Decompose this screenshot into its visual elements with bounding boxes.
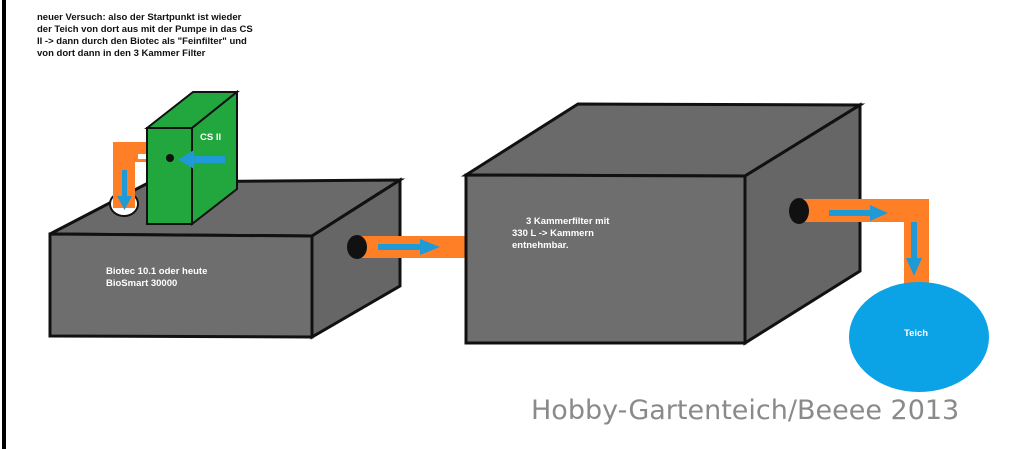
biotec-box-front xyxy=(48,232,314,339)
left-border-line xyxy=(2,0,6,449)
biotec-label-line-1: Biotec 10.1 oder heute xyxy=(106,266,207,277)
kammerfilter-label-line-1: 3 Kammerfilter mit xyxy=(526,216,610,227)
teich: Teich xyxy=(849,282,989,392)
biotec-outlet-hole xyxy=(347,235,367,259)
biotec-inlet xyxy=(109,142,150,217)
left-arrow-into-cs2 xyxy=(178,150,225,169)
biotec-box: Biotec 10.1 oder heute BioSmart 30000 xyxy=(48,177,406,340)
cs2-outlet-hole xyxy=(166,154,174,162)
down-arrow-into-biotec xyxy=(117,170,132,210)
teich-label: Teich xyxy=(904,328,928,339)
down-arrow-to-teich xyxy=(906,222,922,276)
kammerfilter-box-front xyxy=(464,173,747,345)
kammerfilter-to-teich-pipe xyxy=(789,198,929,284)
kammerfilter-outlet-pipe xyxy=(800,199,929,284)
intro-text-block: neuer Versuch: also der Startpunkt ist w… xyxy=(37,12,253,59)
kammerfilter-box: 3 Kammerfilter mit 330 L -> Kammern entn… xyxy=(460,102,866,346)
intro-line-4: von dort dann in den 3 Kammer Filter xyxy=(37,48,206,59)
kammerfilter-outlet-hole xyxy=(789,198,809,224)
intro-line-2: der Teich von dort aus mit der Pumpe in … xyxy=(37,24,253,35)
kammerfilter-label-line-3: entnehmbar. xyxy=(512,240,569,251)
kammerfilter-label-line-2: 330 L -> Kammern xyxy=(512,228,594,239)
cs2-box-front xyxy=(146,127,193,225)
biotec-label-line-2: BioSmart 30000 xyxy=(106,278,177,289)
right-arrow-out-of-kammerfilter xyxy=(829,205,888,221)
teich-ellipse xyxy=(849,282,989,392)
intro-line-1: neuer Versuch: also der Startpunkt ist w… xyxy=(37,12,242,23)
right-arrow-to-kammerfilter xyxy=(378,239,440,255)
pipe-gap-white xyxy=(138,154,150,159)
biotec-to-kammerfilter-pipe xyxy=(347,235,468,259)
cs2-box: CS II xyxy=(144,89,240,227)
cs2-label: CS II xyxy=(200,132,221,143)
watermark-text: Hobby-Gartenteich/Beeee 2013 xyxy=(531,395,959,426)
intro-line-3: II -> dann durch den Biotec als "Feinfil… xyxy=(37,36,247,47)
